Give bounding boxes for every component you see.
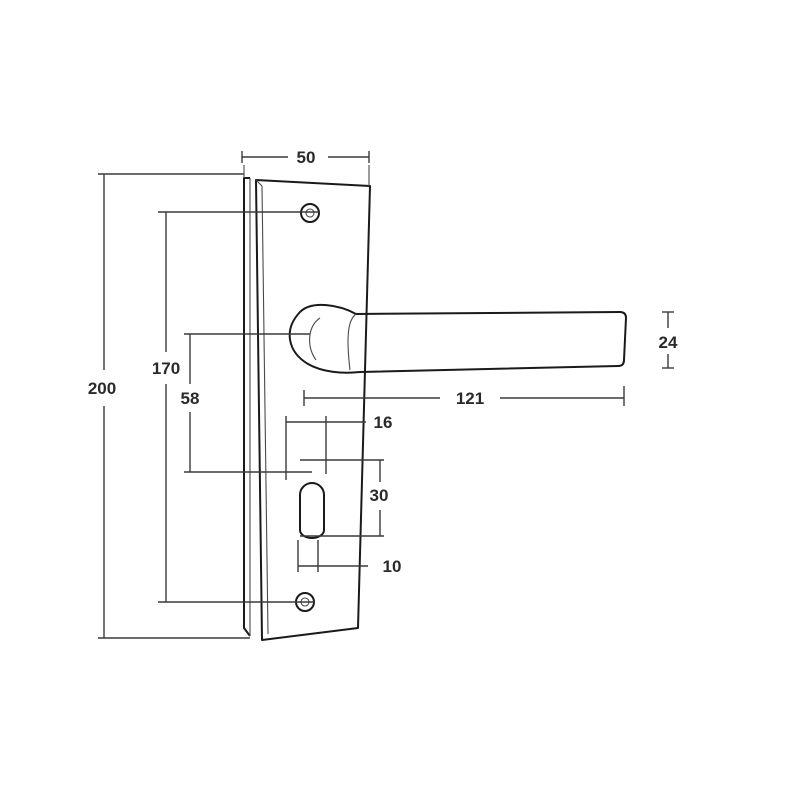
top-screw-hole — [305, 208, 315, 218]
dim-plate-width: 50 — [241, 148, 370, 186]
dim-label-16: 16 — [374, 413, 393, 432]
dim-plate-height: 200 — [88, 173, 250, 639]
back-plate — [243, 177, 251, 637]
lever-body — [288, 303, 627, 374]
cylinder-cutout — [299, 482, 325, 539]
dim-lever-height: 24 — [659, 311, 678, 369]
dim-cylinder-width: 16 — [285, 413, 393, 480]
lever-rose-curve — [309, 317, 321, 361]
dim-label-58: 58 — [181, 389, 200, 408]
front-plate — [255, 179, 371, 641]
dim-lever-cylinder: 58 — [181, 333, 312, 473]
dim-label-121: 121 — [456, 389, 484, 408]
dim-label-170: 170 — [152, 359, 180, 378]
front-plate-outline — [255, 179, 371, 641]
lever-handle — [288, 303, 627, 374]
dim-label-30: 30 — [370, 486, 389, 505]
dim-cylinder-bottom: 10 — [297, 540, 402, 576]
front-plate-bevel — [261, 185, 269, 635]
dim-label-50: 50 — [297, 148, 316, 167]
lever-neck-curve — [347, 313, 357, 371]
dim-label-24: 24 — [659, 333, 678, 352]
dim-cylinder-height: 30 — [300, 459, 389, 537]
front-plate-corner — [255, 179, 263, 187]
top-screw — [300, 203, 320, 223]
dim-label-10: 10 — [383, 557, 402, 576]
dim-label-200: 200 — [88, 379, 116, 398]
back-plate-edge — [243, 177, 251, 637]
dim-lever-length: 121 — [303, 386, 625, 408]
dim-screw-spacing: 170 — [152, 211, 320, 603]
top-screw-head — [300, 203, 320, 223]
cylinder-profile — [299, 482, 325, 539]
